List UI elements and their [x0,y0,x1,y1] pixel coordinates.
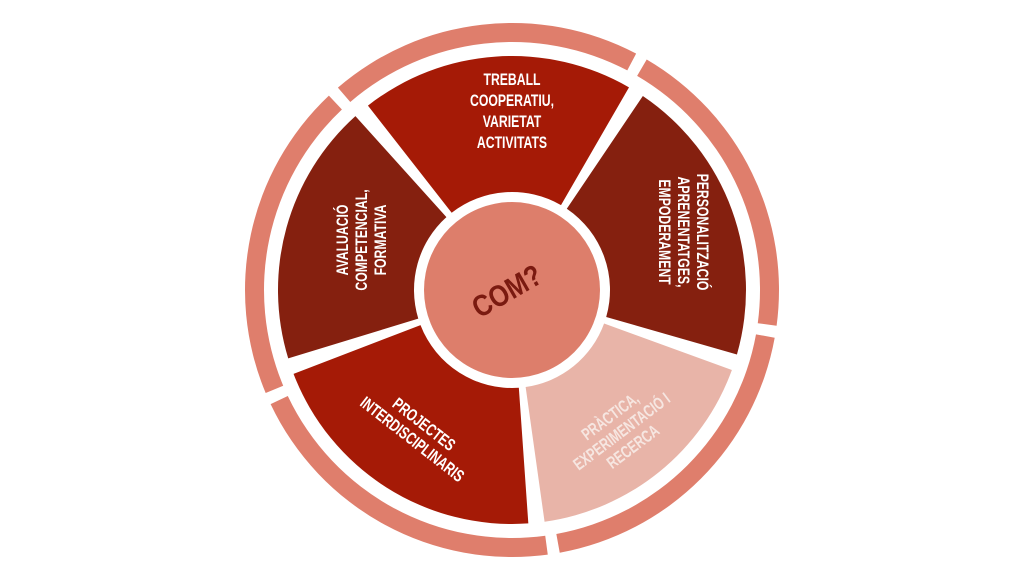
outer-ring [245,22,780,557]
outer-ring-arc-personalitzacio [637,59,780,326]
segment-avaluacio [278,116,447,359]
segment-treball [367,55,629,213]
outer-ring-arc-projectes [270,395,548,557]
segment-label-avaluacio: AVALUACIÓCOMPETENCIAL,FORMATIVA [332,189,391,290]
segments [278,55,746,524]
outer-ring-arc-practica [556,334,775,553]
svg-text:PERSONALITZACIÓAPRENENTATGES,E: PERSONALITZACIÓAPRENENTATGES,EMPODERAMEN… [654,174,713,291]
center-circle [424,202,600,378]
outer-ring-arc-avaluacio [245,95,342,394]
segment-practica [525,323,732,522]
svg-text:AVALUACIÓCOMPETENCIAL,FORMATIV: AVALUACIÓCOMPETENCIAL,FORMATIVA [332,189,391,290]
segment-projectes [293,325,529,524]
segment-personalitzacio [566,96,746,355]
outer-ring-arc-treball [337,22,637,102]
segment-label-personalitzacio: PERSONALITZACIÓAPRENENTATGES,EMPODERAMEN… [654,174,713,291]
